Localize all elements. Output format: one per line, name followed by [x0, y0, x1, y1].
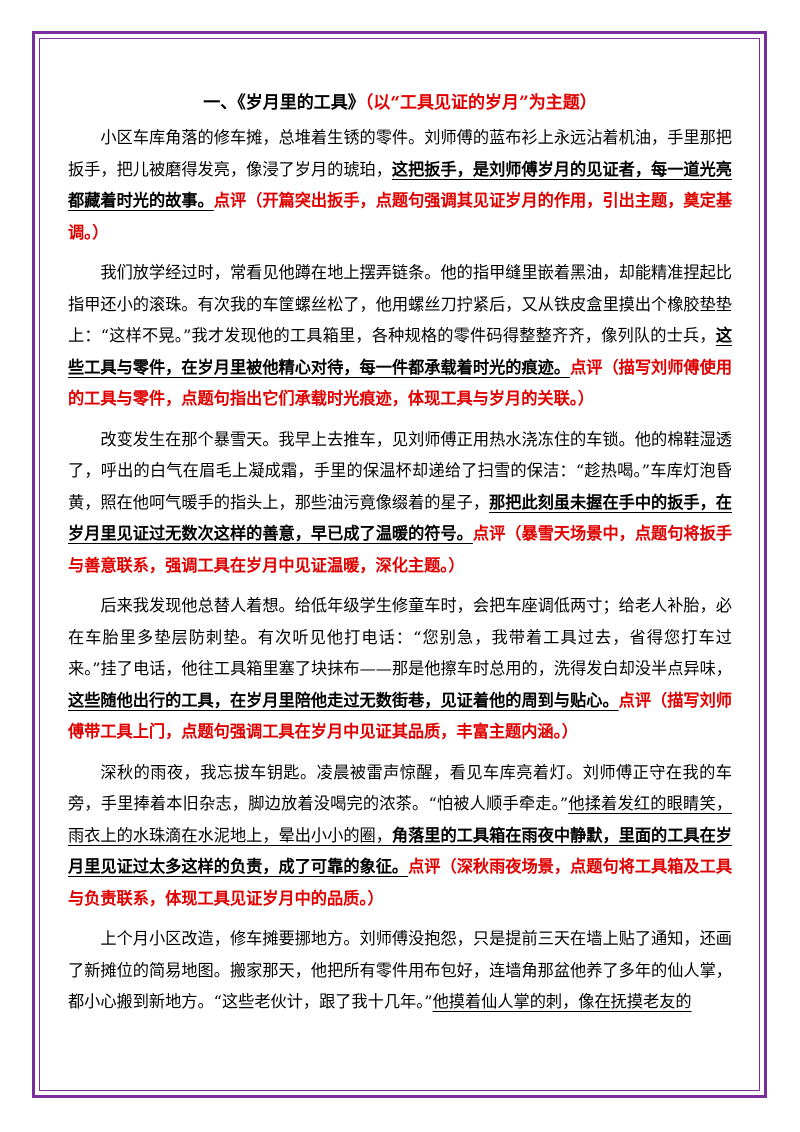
- paragraph-3: 改变发生在那个暴雪天。我早上去推车，见刘师傅正用热水浇冻住的车锁。他的棉鞋湿透了…: [68, 424, 732, 582]
- comment: 点评（描写刘师傅带工具上门，点题句强调工具在岁月中见证其品质，丰富主题内涵。）: [68, 690, 732, 742]
- comment: 点评（开篇突出扳手，点题句强调其见证岁月的作用，引出主题，奠定基调。）: [68, 191, 733, 242]
- paragraph-text: 我们放学经过时，常看见他蹲在地上摆弄链条。他的指甲缝里嵌着黑油，却能精准捏起比指…: [68, 263, 732, 345]
- page-title: 一、《岁月里的工具》（以“工具见证的岁月”为主题）: [68, 88, 732, 118]
- comment: 点评（描写刘师傅使用的工具与零件，点题句指出它们承载时光痕迹，体现工具与岁月的关…: [68, 357, 733, 409]
- paragraph-text: 深秋的雨夜，我忘拔车钥匙。凌晨被雷声惊醒，看见车库亮着灯。刘师傅正守在我的车旁，…: [68, 762, 732, 814]
- underlined-text: 他摸着仙人掌的刺，像在抚摸老友的: [432, 992, 692, 1011]
- paragraph-6: 上个月小区改造，修车摊要挪地方。刘师傅没抱怨，只是提前三天在墙上贴了通知，还画了…: [68, 923, 732, 1018]
- paragraph-1: 小区车库角落的修车摊，总堆着生锈的零件。刘师傅的蓝布衫上永远沾着机油，手里那把扳…: [68, 122, 732, 248]
- paragraph-2: 我们放学经过时，常看见他蹲在地上摆弄链条。他的指甲缝里嵌着黑油，却能精准捏起比指…: [68, 257, 732, 415]
- key-sentence: 这些随他出行的工具，在岁月里陪他走过无数街巷，见证着他的周到与贴心。: [68, 690, 619, 710]
- comment: 点评（深秋雨夜场景，点题句将工具箱及工具与负责联系，体现工具见证岁月中的品质。）: [68, 857, 733, 908]
- outer-border: [32, 31, 767, 1098]
- inner-border: [39, 38, 760, 1091]
- key-sentence: 那把此刻虽未握在手中的扳手，在岁月里见证过无数次这样的善意，早已成了温暖的符号。: [68, 492, 732, 544]
- key-sentence: 这把扳手，是刘师傅岁月的见证者，每一道光亮都藏着时光的故事。: [68, 159, 732, 211]
- key-sentence: 角落里的工具箱在雨夜中静默，里面的工具在岁月里见证过太多这样的负责，成了可靠的象…: [68, 825, 732, 877]
- paragraph-5: 深秋的雨夜，我忘拔车钥匙。凌晨被雷声惊醒，看见车库亮着灯。刘师傅正守在我的车旁，…: [68, 757, 732, 915]
- key-sentence: 这些工具与零件，在岁月里被他精心对待，每一件都承载着时光的痕迹。: [68, 326, 732, 377]
- comment: 点评（暴雪天场景中，点题句将扳手与善意联系，强调工具在岁月中见证温暖，深化主题。…: [68, 524, 733, 575]
- paragraph-text: 上个月小区改造，修车摊要挪地方。刘师傅没抱怨，只是提前三天在墙上贴了通知，还画了…: [68, 929, 732, 1011]
- underlined-text: 他揉着发红的眼睛笑，雨衣上的水珠滴在水泥地上，晕出小小的圈，: [68, 794, 733, 845]
- title-main: 一、《岁月里的工具》: [203, 93, 365, 113]
- document-body: 一、《岁月里的工具》（以“工具见证的岁月”为主题） 小区车库角落的修车摊，总堆着…: [68, 88, 732, 1027]
- title-subtitle: （以“工具见证的岁月”为主题）: [364, 93, 597, 113]
- paragraph-text: 小区车库角落的修车摊，总堆着生锈的零件。刘师傅的蓝布衫上永远沾着机油，手里那把扳…: [68, 128, 732, 179]
- paragraph-text: 后来我发现他总替人着想。给低年级学生修童车时，会把车座调低两寸；给老人补胎，必在…: [68, 596, 732, 678]
- paragraph-text: 改变发生在那个暴雪天。我早上去推车，见刘师傅正用热水浇冻住的车锁。他的棉鞋湿透了…: [68, 429, 732, 512]
- paragraph-4: 后来我发现他总替人着想。给低年级学生修童车时，会把车座调低两寸；给老人补胎，必在…: [68, 590, 732, 748]
